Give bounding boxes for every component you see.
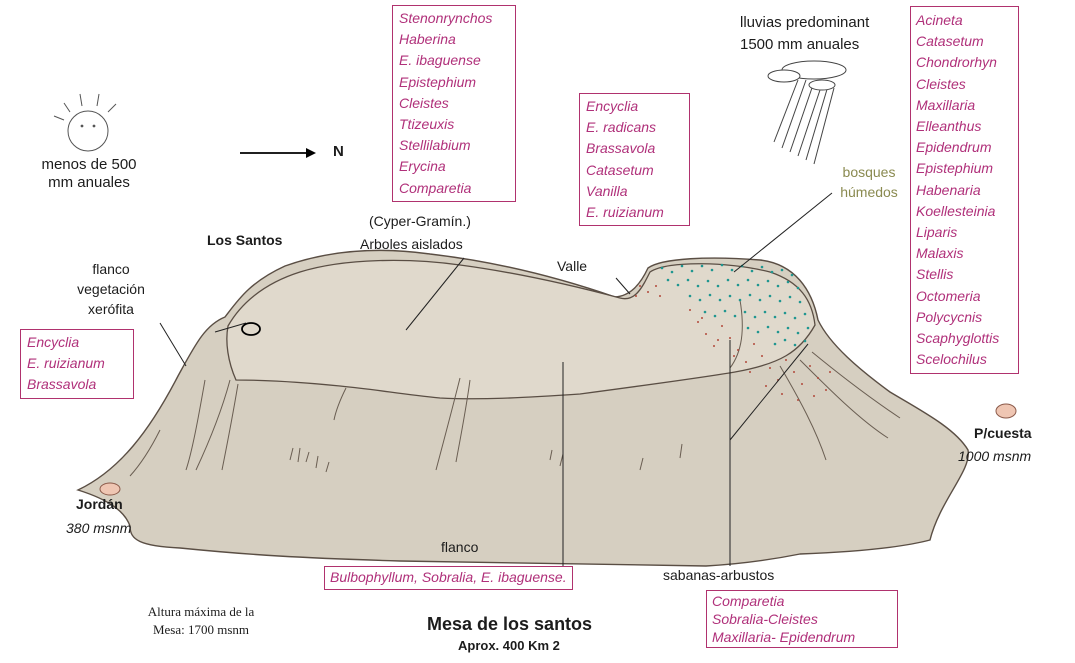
altura-label: Altura máxima de la Mesa: 1700 msnm [130,603,272,639]
species-item: Maxillaria [916,95,1013,116]
altura-label-line: Altura máxima de la [130,603,272,621]
species-item: E. ruizianum [27,353,127,374]
north-label: N [333,143,344,161]
species-item: Ttizeuxis [399,114,509,135]
species-item: Brassavola [27,374,127,395]
species-item: Octomeria [916,286,1013,307]
north-arrow [240,148,316,158]
species-item: Polycycnis [916,307,1013,328]
flanco-vegetacion-line: flanco [66,259,156,279]
sabanas-label: sabanas-arbustos [663,567,774,584]
species-item: Vanilla [586,181,683,202]
species-item: E. radicans [586,117,683,138]
rain-label: lluvias predominant 1500 mm anuales [740,12,869,56]
species-item: Stenonrynchos [399,8,509,29]
species-item: Habenaria [916,180,1013,201]
bosques-label: bosques húmedos [834,162,904,202]
species-item: Acineta [916,10,1013,31]
rain-label-line: lluvias predominant [740,12,869,34]
species-item: Epistephium [399,72,509,93]
species-item: Liparis [916,222,1013,243]
species-item: Sobralia-Cleistes [712,610,892,628]
species-box-right: Acineta Catasetum Chondrorhyn Cleistes M… [910,6,1019,374]
species-item: Malaxis [916,243,1013,264]
species-box-valle: Encyclia E. radicans Brassavola Catasetu… [579,93,690,226]
species-item: Encyclia [27,332,127,353]
flanco-vegetacion-label: flanco vegetación xerófita [66,259,156,319]
species-item: Erycina [399,156,509,177]
sun-label: menos de 500 mm anuales [30,156,148,192]
jordan-label: Jordán [76,496,123,513]
species-item: Stellis [916,264,1013,285]
species-item: Epistephium [916,158,1013,179]
p-cuesta-label: P/cuesta [974,425,1032,442]
species-box-top: Stenonrynchos Haberina E. ibaguense Epis… [392,5,516,202]
los-santos-label: Los Santos [207,232,282,249]
bosques-label-line: bosques [834,162,904,182]
species-item: Catasetum [916,31,1013,52]
diagram-title: Mesa de los santos [427,614,592,636]
bosques-label-line: húmedos [834,182,904,202]
species-item: Chondrorhyn [916,52,1013,73]
rain-cloud-icon [768,61,846,164]
jordan-altitude: 380 msnm [66,520,131,537]
species-item: Encyclia [586,96,683,117]
species-item: Maxillaria- Epidendrum [712,628,892,646]
altura-label-line: Mesa: 1700 msnm [130,621,272,639]
species-box-sabanas: Comparetia Sobralia-Cleistes Maxillaria-… [706,590,898,648]
jordan-marker [100,483,120,495]
species-item: Epidendrum [916,137,1013,158]
arboles-label: Arboles aislados [360,236,463,253]
sun-icon [54,94,116,151]
species-item: E. ruizianum [586,202,683,223]
species-item: Koellesteinia [916,201,1013,222]
p-cuesta-altitude: 1000 msnm [958,448,1031,465]
species-item: Comparetia [399,178,509,199]
species-item: E. ibaguense [399,50,509,71]
flanco-vegetacion-line: vegetación [66,279,156,299]
species-item: Cleistes [399,93,509,114]
flanco-label: flanco [441,539,478,556]
flanco-vegetacion-line: xerófita [66,299,156,319]
species-item: Stellilabium [399,135,509,156]
species-box-flanco: Bulbophyllum, Sobralia, E. ibaguense. [324,566,573,590]
sun-label-line: menos de 500 [30,156,148,174]
species-item: Cleistes [916,74,1013,95]
valle-label: Valle [557,258,587,275]
cyper-label: (Cyper-Gramín.) [369,213,471,230]
species-box-left: Encyclia E. ruizianum Brassavola [20,329,134,399]
species-item: Scelochilus [916,349,1013,370]
species-item: Catasetum [586,160,683,181]
species-item: Scaphyglottis [916,328,1013,349]
rain-label-line: 1500 mm anuales [740,34,869,56]
species-item: Brassavola [586,138,683,159]
species-item: Elleanthus [916,116,1013,137]
diagram-subtitle: Aprox. 400 Km 2 [458,638,560,654]
species-item: Bulbophyllum, Sobralia, E. ibaguense. [330,569,567,585]
p-cuesta-marker [996,404,1016,418]
species-item: Comparetia [712,592,892,610]
species-item: Haberina [399,29,509,50]
sun-label-line: mm anuales [30,174,148,192]
